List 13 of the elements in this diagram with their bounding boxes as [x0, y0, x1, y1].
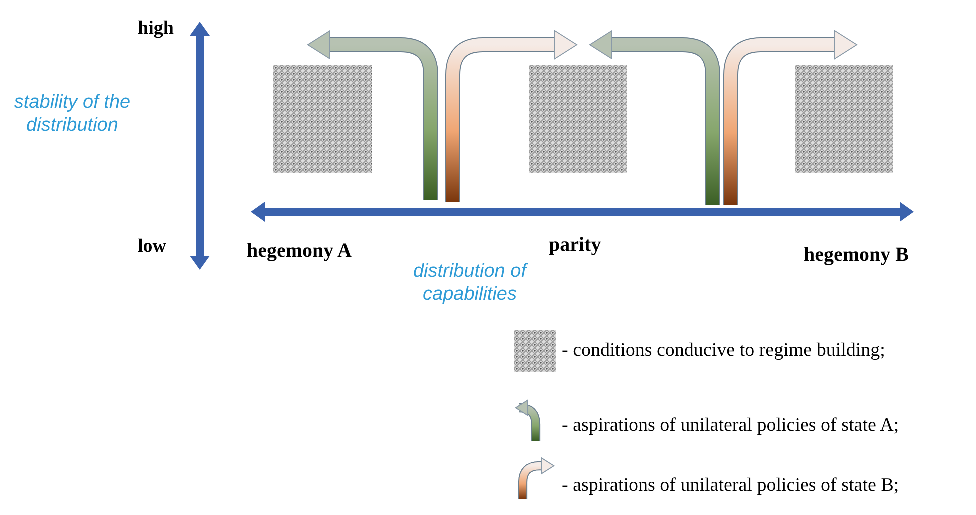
hatched-square — [529, 65, 627, 173]
hatched-square — [273, 65, 372, 173]
axis-label: low — [138, 236, 166, 258]
legend-text: - aspirations of unilateral policies of state A; — [562, 415, 900, 437]
axis-label: hegemony B — [804, 244, 909, 267]
axis-label: parity — [549, 234, 602, 257]
axis-label: high — [138, 18, 174, 40]
legend-text: - conditions conducive to regime building; — [562, 340, 886, 362]
axis-title: distribution of capabilities — [412, 261, 530, 307]
hatched-square — [795, 65, 893, 173]
axis-title: stability of the distribution — [13, 92, 132, 138]
legend-text: - aspirations of unilateral policies of state B; — [562, 475, 900, 497]
axis-label: hegemony A — [247, 240, 352, 263]
